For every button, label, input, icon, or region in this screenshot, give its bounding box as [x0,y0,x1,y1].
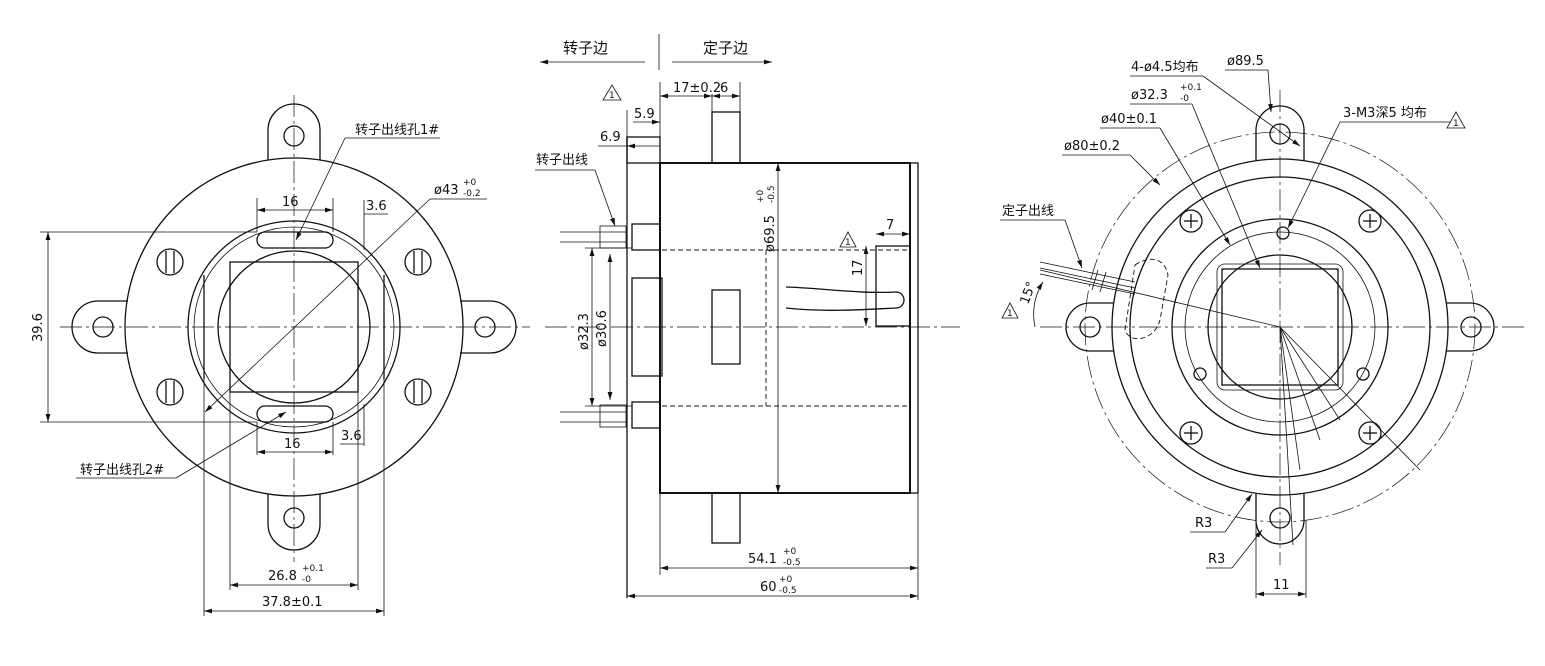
rear-screw-4 [1358,421,1382,445]
dim-60-tol-upper: +0 [779,575,793,585]
angle-15: 15° [1018,280,1040,307]
dim-17-v: 17 [851,259,866,276]
front-slot-1 [256,231,334,249]
rev-mark-rear: 1 [1453,119,1459,129]
dia-30-6: ø30.6 [595,310,610,347]
rotor-wire-label: 转子出线 [536,153,588,168]
r3-top-label: R3 [1195,516,1212,531]
rear-screw-3 [1179,421,1203,445]
rev-triangle-top [602,84,622,101]
front-ear-hole-right [474,316,496,338]
front-slot-2 [256,405,334,423]
dim-6-9: 6.9 [600,130,621,145]
dim-3-6-bottom: 3.6 [341,429,362,444]
dim-16-bottom: 16 [284,437,301,452]
rev-mark-top: 1 [609,91,615,101]
dia-69-5-tol-upper: +0 [756,189,766,203]
front-square-bore [229,261,359,393]
dim-60-tol-lower: -0.5 [779,586,797,596]
front-ear-hole-left [92,316,114,338]
dia-32-3-label: ø32.3 [1131,88,1168,103]
dia-89-5-label: ø89.5 [1227,54,1264,69]
rear-screw-1 [1179,209,1203,233]
rear-stator-wire-path [1124,258,1169,340]
side-rotor-hub [631,277,663,377]
rev-mark-rear-left: 1 [1007,309,1013,319]
rev-triangle-rear-left [1001,302,1019,319]
rear-stator-wires [1039,261,1136,295]
rear-square-bore [1221,268,1339,386]
rotor-side-label: 转子边 [563,39,608,57]
dia-43-tol-upper: +0 [463,178,477,188]
rear-ear-hole-top [1269,123,1291,145]
side-body [659,162,911,494]
side-view: 转子边 定子边 1 [535,34,960,600]
dim-5-9: 5.9 [634,107,655,122]
front-screw-4 [404,378,432,406]
m3-holes-label: 3-M3深5 均布 [1343,106,1427,121]
side-rotor-collar [631,223,661,251]
dim-17: 17±0.2 [673,81,721,96]
rev-mark-side: 1 [845,238,851,248]
front-screw-2 [404,248,432,276]
rotor-hole-1-label: 转子出线孔1# [355,123,439,138]
front-ear-hole-top [283,125,305,147]
side-rotor-flange [626,136,661,164]
side-stator-pocket [875,245,911,327]
dia-69-5: ø69.5 [763,215,778,252]
r3-bottom-label: R3 [1208,552,1225,567]
rear-m3-hole-1 [1276,226,1290,240]
dim-54-1-tol-lower: -0.5 [783,558,801,568]
rear-leaders [1062,69,1421,546]
dim-37-8: 37.8±0.1 [262,595,323,610]
dim-54-1-tol-upper: +0 [783,547,797,557]
dim-26-8-tol-upper: +0.1 [302,564,324,574]
rev-triangle-rear [1446,111,1466,129]
front-view: 16 16 3.6 3.6 39.6 26.8 +0.1 -0 37.8±0.1 [31,95,530,616]
rev-triangle-side [839,231,857,248]
dia-32-3: ø32.3 [577,313,592,350]
dia-40-label: ø40±0.1 [1101,112,1157,127]
dim-26-8-tol-lower: -0 [302,575,311,585]
side-window-center [711,289,741,365]
dia-43: ø43 [434,183,459,198]
front-ear-hole-bottom [283,507,305,529]
side-ear-top [711,111,741,164]
dim-3-6-top: 3.6 [366,199,387,214]
stator-wire-label: 定子出线 [1002,204,1054,219]
dim-11: 11 [1273,578,1290,593]
dim-6: 6 [720,81,728,96]
side-end-plate [909,162,919,494]
side-rotor-collar-lower [631,401,661,429]
dia-69-5-tol-lower: -0.5 [767,185,777,203]
dim-39-6: 39.6 [31,313,46,342]
dim-26-8: 26.8 [268,569,297,584]
dia-80-label: ø80±0.2 [1064,139,1120,154]
side-stator-cable [785,286,905,311]
rear-flange [1065,105,1495,545]
rear-ear-hole-right [1460,316,1482,338]
rear-m3-hole-2 [1193,367,1207,381]
front-flange [71,103,517,551]
dia-32-3-tol-upper: +0.1 [1180,83,1202,93]
dia-32-3-tol-lower: -0 [1180,94,1189,104]
rotor-hole-2-label: 转子出线孔2# [80,463,164,478]
dia-43-tol-lower: -0.2 [463,189,481,199]
stator-side-label: 定子边 [703,39,748,57]
front-screw-1 [156,248,184,276]
front-screw-3 [156,378,184,406]
side-ear-bottom [711,492,741,544]
holes-4-label: 4-ø4.5均布 [1131,60,1199,75]
dim-54-1: 54.1 [748,552,777,567]
rear-view: 定子出线 15° 1 4-ø4.5均布 ø89.5 ø32.3 + [1000,54,1525,598]
dim-16-top: 16 [282,195,299,210]
rear-m3-hole-3 [1356,367,1370,381]
rear-screw-2 [1358,209,1382,233]
dim-7: 7 [886,218,894,233]
side-rotor-wires [560,225,627,428]
rear-ear-hole-left [1079,316,1101,338]
rear-ear-hole-bottom [1269,507,1291,529]
dim-60: 60 [760,580,777,595]
